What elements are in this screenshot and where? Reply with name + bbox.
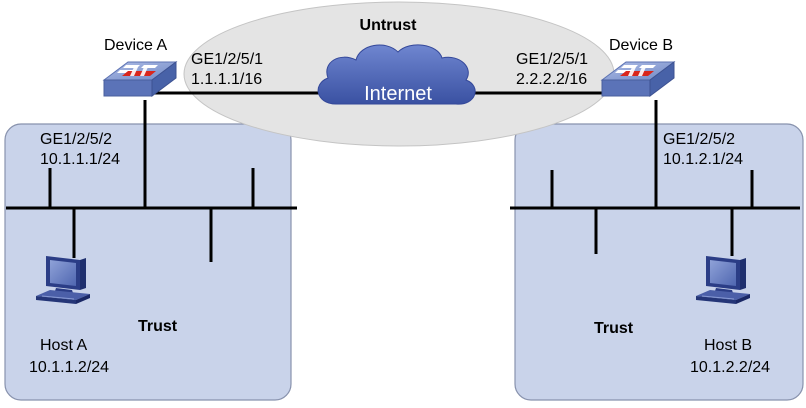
- host-b-ip: 10.1.2.2/24: [690, 359, 770, 376]
- internet-label: Internet: [364, 83, 432, 105]
- untrust-zone-label: Untrust: [360, 17, 418, 34]
- internet-cloud-icon: [317, 44, 476, 105]
- host-b-name: Host B: [704, 337, 752, 354]
- lan-segment-left: [6, 100, 297, 262]
- device-b-lan-ip: 10.1.2.1/24: [663, 151, 743, 168]
- device-b-name: Device B: [609, 37, 673, 54]
- device-a-firewall-icon: [103, 61, 177, 97]
- trust-zone-right: [514, 123, 804, 401]
- trust-zone-left-label: Trust: [138, 318, 178, 335]
- host-a-name: Host A: [40, 337, 87, 354]
- device-a-wan-interface: GE1/2/5/1: [191, 51, 263, 68]
- trust-zone-left: [4, 123, 292, 401]
- host-a-ip: 10.1.1.2/24: [29, 359, 109, 376]
- device-b-lan-interface: GE1/2/5/2: [663, 131, 735, 148]
- device-a-lan-ip: 10.1.1.1/24: [40, 151, 120, 168]
- device-b-wan-interface: GE1/2/5/1: [516, 51, 588, 68]
- device-a-name: Device A: [104, 37, 167, 54]
- device-a-lan-interface: GE1/2/5/2: [40, 131, 112, 148]
- trust-zone-right-label: Trust: [594, 320, 634, 337]
- lan-segment-right: [510, 100, 800, 256]
- device-b-wan-ip: 2.2.2.2/16: [516, 71, 587, 88]
- device-a-wan-ip: 1.1.1.1/16: [191, 71, 262, 88]
